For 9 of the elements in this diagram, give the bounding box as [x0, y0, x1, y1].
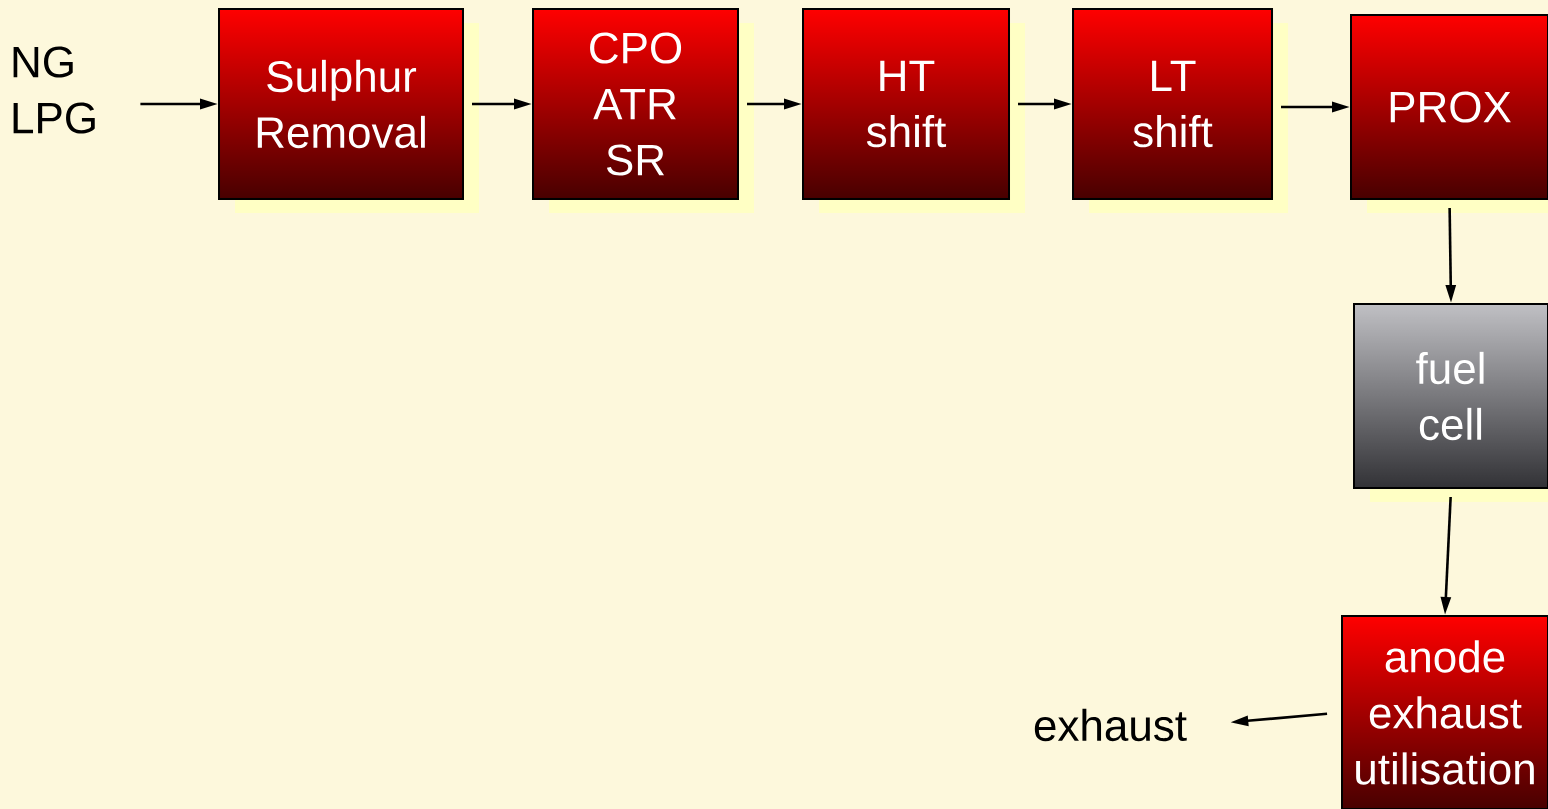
- process-box: HT shift: [802, 8, 1025, 213]
- fuel-cell-box: fuel cell: [1353, 303, 1548, 502]
- process-box: PROX: [1350, 14, 1548, 213]
- flow-label: exhaust: [1034, 708, 1187, 742]
- process-box: CPO ATR SR: [532, 8, 754, 213]
- process-box: LT shift: [1072, 8, 1288, 213]
- process-box: anode exhaust utilisation: [1341, 615, 1548, 809]
- process-box: Sulphur Removal: [218, 8, 479, 213]
- flow-label: NG LPG: [13, 46, 95, 134]
